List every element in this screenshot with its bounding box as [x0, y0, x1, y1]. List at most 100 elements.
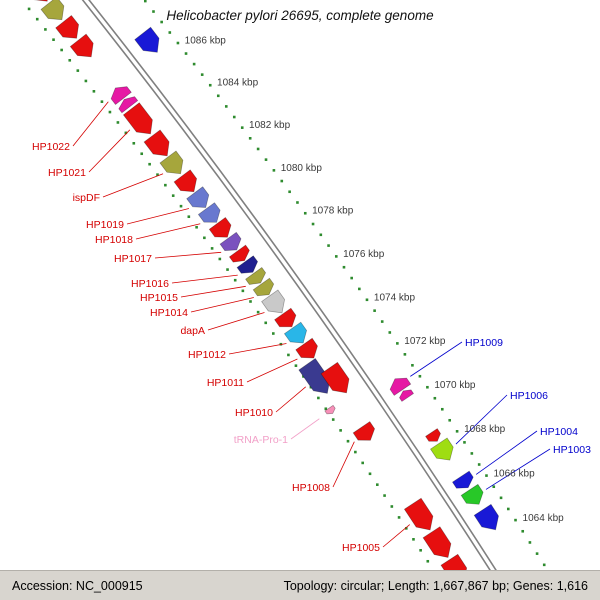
backbone-line	[87, 0, 497, 570]
ruler-tick-dot	[440, 407, 444, 411]
ruler-tick-dot	[108, 110, 112, 114]
gene-arrow-unlabeled[interactable]	[40, 0, 65, 21]
status-bar: Accession: NC_000915 Topology: circular;…	[0, 570, 600, 600]
gene-arrow-HP1014[interactable]	[252, 277, 275, 297]
gene-arrow-HP1019[interactable]	[186, 186, 210, 208]
ruler-tick-dot	[200, 73, 204, 76]
gene-arrow-HP1009[interactable]	[389, 377, 412, 396]
label-leader-line	[135, 223, 201, 240]
ruler-tick-dot	[224, 105, 228, 108]
gene-label-tRNA-Pro-1[interactable]: tRNA-Pro-1	[234, 434, 288, 446]
ruler-tick-dot	[403, 353, 407, 356]
ruler-tick-dot	[116, 121, 120, 124]
ruler-tick-dot	[210, 247, 214, 250]
gene-label-HP1011[interactable]: HP1011	[207, 377, 244, 389]
gene-arrow-HP1012[interactable]	[283, 321, 307, 344]
ruler-tick-dot	[327, 244, 330, 247]
ruler-tick-dot	[208, 83, 212, 87]
gene-arrow-HP1018[interactable]	[197, 202, 221, 223]
gene-label-HP1008[interactable]: HP1008	[292, 482, 330, 494]
gene-arrow-ispDF[interactable]	[159, 150, 184, 175]
gene-arrow-unlabeled[interactable]	[425, 428, 441, 442]
label-leader-line	[485, 448, 551, 490]
ruler-tick-dot	[233, 278, 237, 282]
gene-label-ispDF[interactable]: ispDF	[73, 192, 100, 204]
gene-label-HP1021[interactable]: HP1021	[48, 167, 86, 179]
gene-label-HP1016[interactable]: HP1016	[131, 278, 169, 290]
gene-label-HP1009[interactable]: HP1009	[465, 337, 503, 349]
gene-arrow-tRNA-Pro-1[interactable]	[324, 404, 336, 415]
gene-label-HP1014[interactable]: HP1014	[150, 307, 188, 319]
gene-arrow-dapA[interactable]	[261, 289, 285, 314]
gene-arrow-HP1017[interactable]	[219, 231, 242, 251]
ruler-tick-dot	[140, 152, 144, 156]
ruler-tick-dot	[294, 364, 298, 367]
gene-arrow-HP1016[interactable]	[236, 255, 259, 274]
gene-arrow-unlabeled[interactable]	[69, 33, 94, 58]
ruler-tick-dot	[195, 225, 198, 229]
gene-label-HP1017[interactable]: HP1017	[114, 253, 152, 265]
gene-arrow-unlabeled[interactable]	[134, 26, 160, 53]
gene-arrow-HP1022[interactable]	[110, 86, 132, 105]
gene-arrow-HP1004[interactable]	[452, 470, 474, 489]
ruler-tick-dot	[27, 7, 31, 11]
gene-arrow-HP1021[interactable]	[122, 102, 153, 135]
gene-arrow-unlabeled[interactable]	[473, 503, 499, 531]
gene-arrow-unlabeled[interactable]	[208, 217, 232, 238]
ruler-tick-dot	[463, 441, 466, 444]
ruler-tick-dot	[168, 31, 172, 34]
gene-label-dapA[interactable]: dapA	[180, 325, 205, 337]
label-leader-line	[246, 358, 298, 383]
ruler-tick-dot	[542, 563, 546, 567]
gene-arrow-unlabeled[interactable]	[320, 361, 350, 394]
ruler-tick-dot	[184, 52, 188, 55]
gene-label-HP1010[interactable]: HP1010	[235, 407, 273, 419]
gene-arrow-HP1008[interactable]	[352, 421, 375, 441]
ruler-tick-dot	[248, 137, 252, 140]
gene-label-HP1006[interactable]: HP1006	[510, 390, 548, 402]
gene-arrow-HP1015[interactable]	[245, 267, 267, 285]
gene-arrow-HP1003[interactable]	[460, 483, 484, 505]
gene-arrow-unlabeled[interactable]	[55, 15, 79, 39]
gene-label-HP1003[interactable]: HP1003	[553, 444, 591, 456]
gene-arrow-unlabeled[interactable]	[399, 389, 414, 402]
label-leader-line	[154, 251, 222, 259]
gene-label-HP1004[interactable]: HP1004	[540, 426, 578, 438]
gene-label-HP1018[interactable]: HP1018	[95, 234, 133, 246]
gene-arrow-HP1010[interactable]	[298, 358, 331, 394]
gene-arrow-HP1011[interactable]	[295, 337, 318, 359]
gene-label-HP1015[interactable]: HP1015	[140, 292, 178, 304]
ruler-tick-dot	[426, 559, 430, 563]
gene-arrow-HP1006[interactable]	[430, 437, 454, 461]
gene-label-HP1019[interactable]: HP1019	[86, 219, 124, 231]
gene-arrow-unlabeled[interactable]	[274, 307, 297, 328]
ruler-tick-dot	[76, 69, 80, 72]
ruler-tick-dot	[528, 541, 532, 544]
ruler-tick-dot	[156, 173, 159, 176]
label-leader-line	[102, 173, 164, 198]
status-accession: Accession: NC_000915	[12, 578, 143, 593]
ruler-tick-dot	[324, 407, 328, 411]
gene-arrow-unlabeled[interactable]	[143, 129, 170, 157]
ruler-tick-dot	[521, 529, 525, 533]
gene-label-HP1012[interactable]: HP1012	[188, 349, 226, 361]
label-leader-line	[126, 208, 190, 225]
gene-arrow-unlabeled[interactable]	[422, 526, 452, 558]
ruler-tick-dot	[383, 494, 386, 497]
ruler-tick-dot	[164, 183, 167, 187]
gene-arrow-unlabeled[interactable]	[440, 553, 468, 570]
gene-label-HP1005[interactable]: HP1005	[342, 542, 380, 554]
gene-arrow-unlabeled[interactable]	[25, 0, 49, 2]
ruler-tick-dot	[296, 201, 299, 204]
ruler-tick-dot	[272, 169, 276, 172]
gene-arrow-HP1005[interactable]	[403, 497, 434, 531]
ruler-tick-dot	[448, 418, 452, 422]
ruler-tick-dot	[390, 505, 394, 508]
gene-arrow-unlabeled[interactable]	[228, 244, 250, 263]
gene-arrow-unlabeled[interactable]	[173, 169, 197, 193]
gene-arrow-unlabeled[interactable]	[118, 96, 139, 114]
gene-label-HP1022[interactable]: HP1022	[32, 141, 70, 153]
ruler-tick-dot	[240, 126, 244, 129]
ruler-tick-dot	[249, 300, 252, 303]
